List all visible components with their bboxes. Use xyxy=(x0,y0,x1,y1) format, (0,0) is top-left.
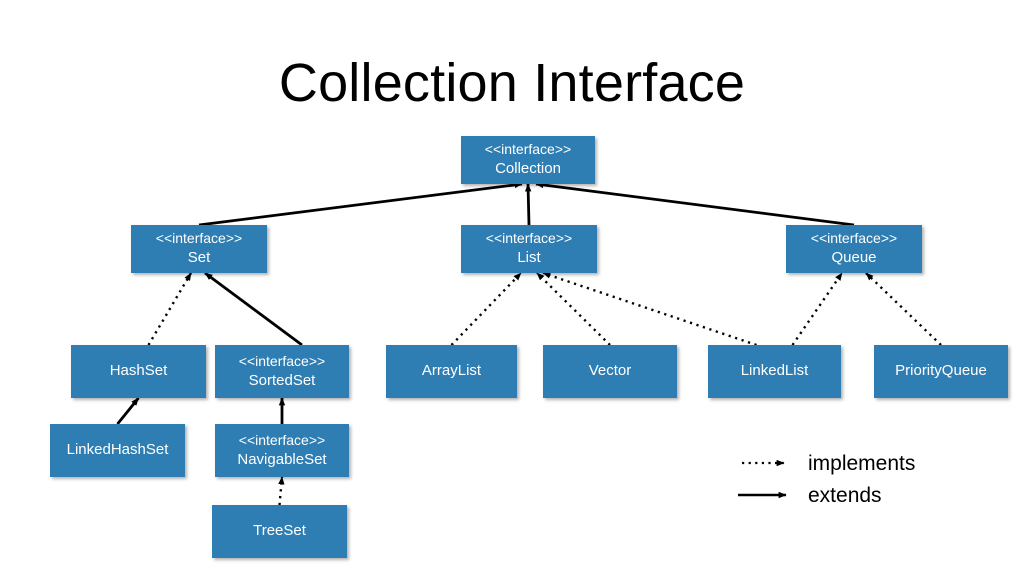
edge-linkedlist-to-list-implements xyxy=(542,271,757,347)
class-node-hashset[interactable]: HashSet xyxy=(71,345,206,398)
legend-extends-label: extends xyxy=(808,484,882,507)
class-node-arraylist[interactable]: ArrayList xyxy=(386,345,517,398)
edge-queue-to-collection-extends xyxy=(535,181,855,227)
edge-arraylist-to-list-implements xyxy=(450,272,522,346)
class-name-label: LinkedHashSet xyxy=(66,441,169,459)
page-title: Collection Interface xyxy=(278,53,746,113)
class-node-collection[interactable]: <<interface>> Collection xyxy=(461,136,595,184)
class-node-list[interactable]: <<interface>> List xyxy=(461,225,597,273)
edge-set-to-collection-extends xyxy=(198,181,523,227)
edge-priorityqueue-to-queue-implements xyxy=(865,272,942,346)
class-node-sortedset[interactable]: <<interface>> SortedSet xyxy=(215,345,349,398)
stereotype-label: <<interface>> xyxy=(238,352,326,369)
class-node-priorityqueue[interactable]: PriorityQueue xyxy=(874,345,1008,398)
edge-list-to-collection-extends xyxy=(524,183,532,226)
class-name-label: Vector xyxy=(588,362,632,380)
stereotype-label: <<interface>> xyxy=(484,141,572,158)
class-name-label: NavigableSet xyxy=(237,450,327,468)
class-node-set[interactable]: <<interface>> Set xyxy=(131,225,267,273)
class-node-treeset[interactable]: TreeSet xyxy=(212,505,347,558)
class-node-linkedlist[interactable]: LinkedList xyxy=(708,345,841,398)
class-name-label: HashSet xyxy=(109,362,168,380)
class-name-label: Set xyxy=(187,249,211,267)
edge-treeset-to-navigableset-implements xyxy=(278,476,285,506)
edge-vector-to-list-implements xyxy=(536,272,611,346)
class-name-label: ArrayList xyxy=(421,362,482,380)
stereotype-label: <<interface>> xyxy=(485,230,573,247)
edge-hashset-to-set-implements xyxy=(147,272,193,346)
class-name-label: Collection xyxy=(495,160,561,178)
class-name-label: SortedSet xyxy=(248,371,316,389)
stereotype-label: <<interface>> xyxy=(238,431,326,448)
edge-sortedset-to-set-extends xyxy=(204,271,303,347)
class-name-label: PriorityQueue xyxy=(895,362,987,380)
legend-implements-label: implements xyxy=(808,452,916,475)
edge-linkedlist-to-queue-implements xyxy=(791,272,843,346)
class-node-navigableset[interactable]: <<interface>> NavigableSet xyxy=(215,424,349,477)
class-name-label: LinkedList xyxy=(740,362,809,380)
stereotype-label: <<interface>> xyxy=(810,230,898,247)
class-name-label: TreeSet xyxy=(253,522,306,540)
edge-linkedhashset-to-hashset-extends xyxy=(116,397,140,425)
class-node-vector[interactable]: Vector xyxy=(543,345,677,398)
class-name-label: List xyxy=(517,249,541,267)
class-name-label: Queue xyxy=(831,249,877,267)
class-node-linkedhashset[interactable]: LinkedHashSet xyxy=(50,424,185,477)
class-node-queue[interactable]: <<interface>> Queue xyxy=(786,225,922,273)
stereotype-label: <<interface>> xyxy=(155,230,243,247)
